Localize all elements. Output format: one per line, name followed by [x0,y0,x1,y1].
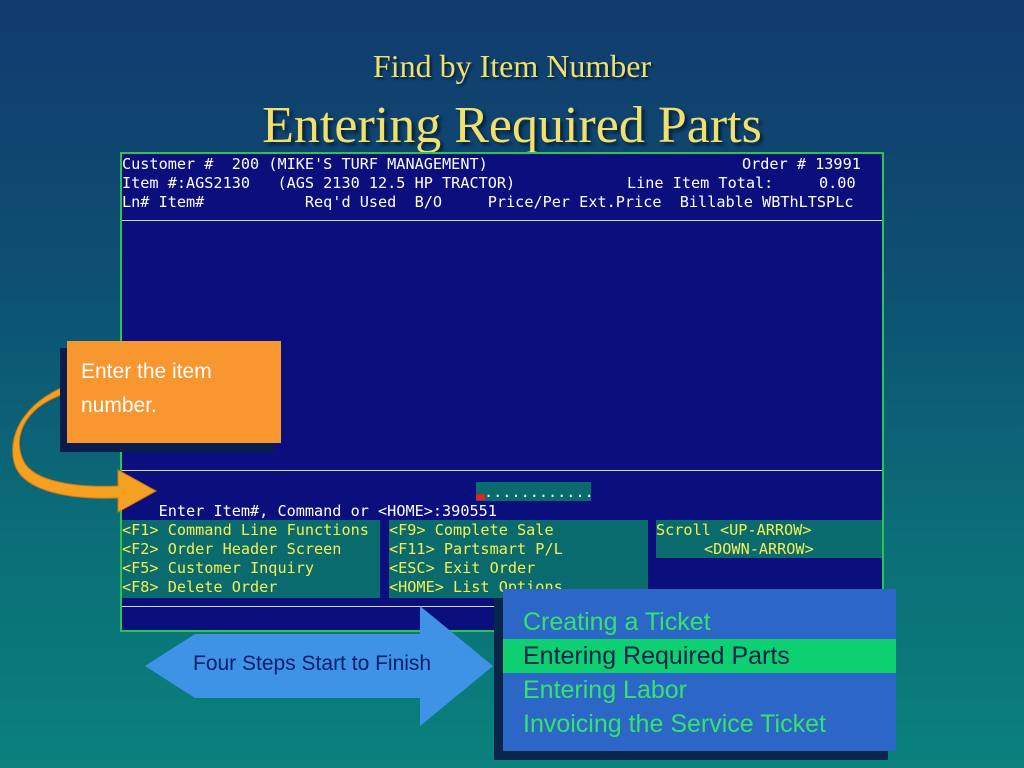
item-number-input[interactable]: 390551 [442,502,497,520]
order-number: Order # 13991 [742,155,861,173]
slide-title: Entering Required Parts [262,97,762,154]
item-line: Item #:AGS2130 (AGS 2130 12.5 HP TRACTOR… [122,174,516,192]
terminal-window: Customer # 200 (MIKE'S TURF MANAGEMENT) … [120,152,884,632]
fkey-f11-partsmart[interactable]: <F11> Partsmart P/L [389,540,563,558]
prompt-divider-top [122,470,882,471]
fkey-esc-exit-order[interactable]: <ESC> Exit Order [389,559,536,577]
callout-box: Enter the item number. [67,341,281,443]
text-cursor [476,494,485,500]
slide-subtitle: Find by Item Number [372,48,652,84]
step-entering-parts: Entering Required Parts [503,639,896,673]
customer-line: Customer # 200 (MIKE'S TURF MANAGEMENT) [122,155,488,173]
process-steps-panel: Creating a Ticket Entering Required Part… [503,589,896,751]
process-label: Four Steps Start to Finish [193,652,432,675]
input-placeholder: ............ [484,483,594,501]
fkey-f5-customer-inquiry[interactable]: <F5> Customer Inquiry [122,559,315,577]
scroll-down-hint[interactable]: <DOWN-ARROW> [704,540,814,558]
fkey-f1-command-line[interactable]: <F1> Command Line Functions [122,521,369,539]
fkey-f9-complete-sale[interactable]: <F9> Complete Sale [389,521,554,539]
curved-arrow-icon [12,383,158,513]
function-keys-left-panel [122,520,380,598]
prompt-label: Enter Item#, Command or <HOME>: [158,502,443,520]
command-prompt[interactable]: Enter Item#, Command or <HOME>:390551 [122,483,497,520]
process-arrow-icon [145,606,493,726]
scroll-up-hint[interactable]: Scroll <UP-ARROW> [656,521,812,539]
function-keys-mid-panel [389,520,648,598]
input-field-bg[interactable] [476,482,591,501]
column-headers: Ln# Item# Req'd Used B/O Price/Per Ext.P… [122,193,854,211]
step-creating-ticket: Creating a Ticket [523,608,711,636]
header-divider [122,220,882,221]
step-invoicing: Invoicing the Service Ticket [523,710,826,738]
fkey-f8-delete-order[interactable]: <F8> Delete Order [122,578,278,596]
line-item-total: Line Item Total: 0.00 [627,174,856,192]
step-entering-labor: Entering Labor [523,676,688,704]
scroll-panel [656,520,882,558]
fkey-f2-order-header[interactable]: <F2> Order Header Screen [122,540,342,558]
